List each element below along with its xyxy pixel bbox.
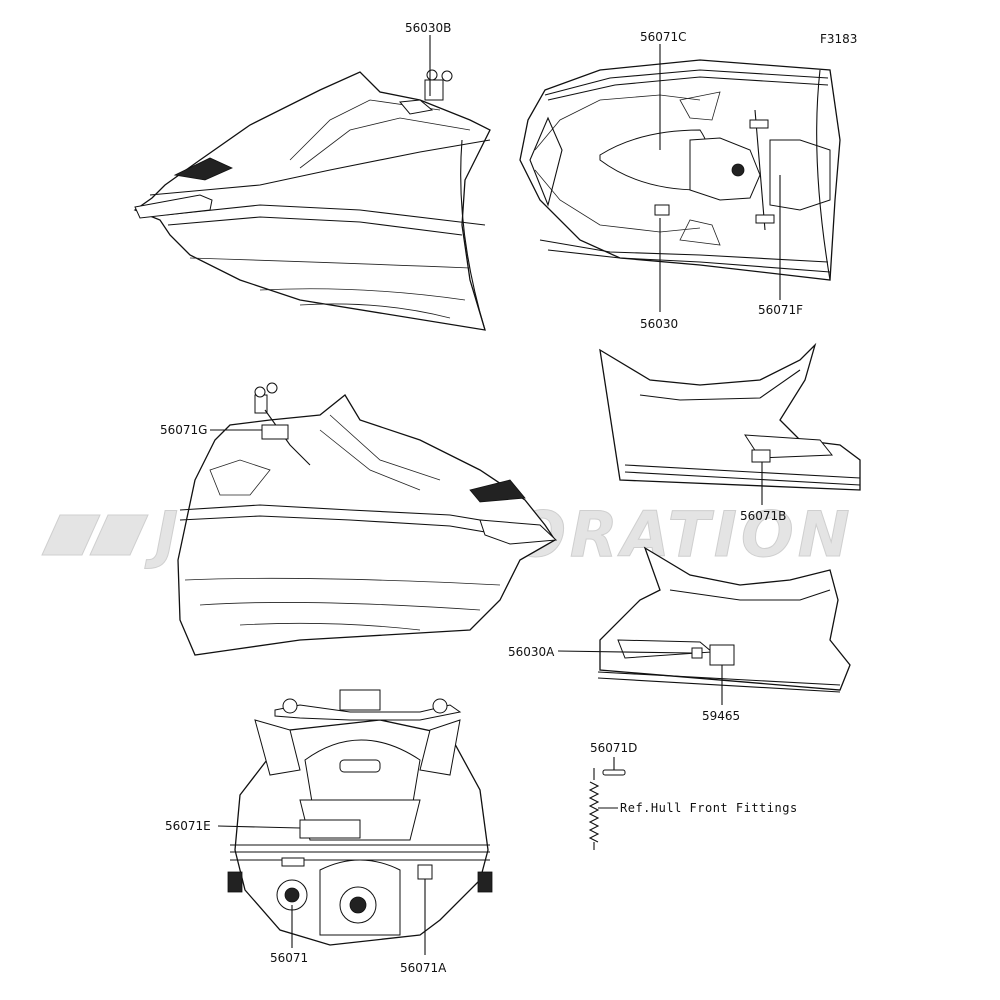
decal-56071B — [751, 449, 771, 463]
callout-56071G: 56071G — [160, 423, 207, 437]
callout-56071A: 56071A — [400, 961, 447, 975]
callout-56071F: 56071F — [758, 303, 803, 317]
leader-56030A — [557, 650, 693, 654]
decal-56030A — [691, 647, 703, 659]
decal-56030 — [654, 204, 670, 216]
rear-view — [227, 689, 493, 946]
callout-56030B: 56030B — [405, 21, 451, 35]
decal-59465 — [709, 644, 735, 666]
spring-fitting — [588, 768, 600, 850]
callout-56071E: 56071E — [165, 819, 211, 833]
reference-note: Ref.Hull Front Fittings — [620, 801, 798, 815]
decal-56071E — [299, 819, 361, 839]
handlebar-left — [254, 382, 311, 466]
decal-56071G — [261, 424, 289, 440]
deck-top-view — [519, 59, 841, 281]
bow-side-view — [133, 69, 491, 331]
decal-56071A — [417, 864, 433, 880]
callout-56030: 56030 — [640, 317, 678, 331]
callout-56071C: 56071C — [640, 30, 687, 44]
bow-opposite-side-view — [177, 382, 558, 656]
rear-side-view-upper — [599, 342, 861, 491]
callout-59465: 59465 — [702, 709, 740, 723]
callout-56030A: 56030A — [508, 645, 555, 659]
callout-56071D: 56071D — [590, 741, 637, 755]
callout-56071B: 56071B — [740, 509, 786, 523]
callout-56071: 56071 — [270, 951, 308, 965]
decal-56071D — [602, 769, 626, 776]
decal-56071 — [281, 857, 305, 867]
rear-side-view-lower — [597, 546, 851, 693]
handlebar-mirror-block — [424, 69, 453, 101]
figure-code: F3183 — [820, 32, 857, 46]
leader-56071E — [217, 825, 301, 829]
